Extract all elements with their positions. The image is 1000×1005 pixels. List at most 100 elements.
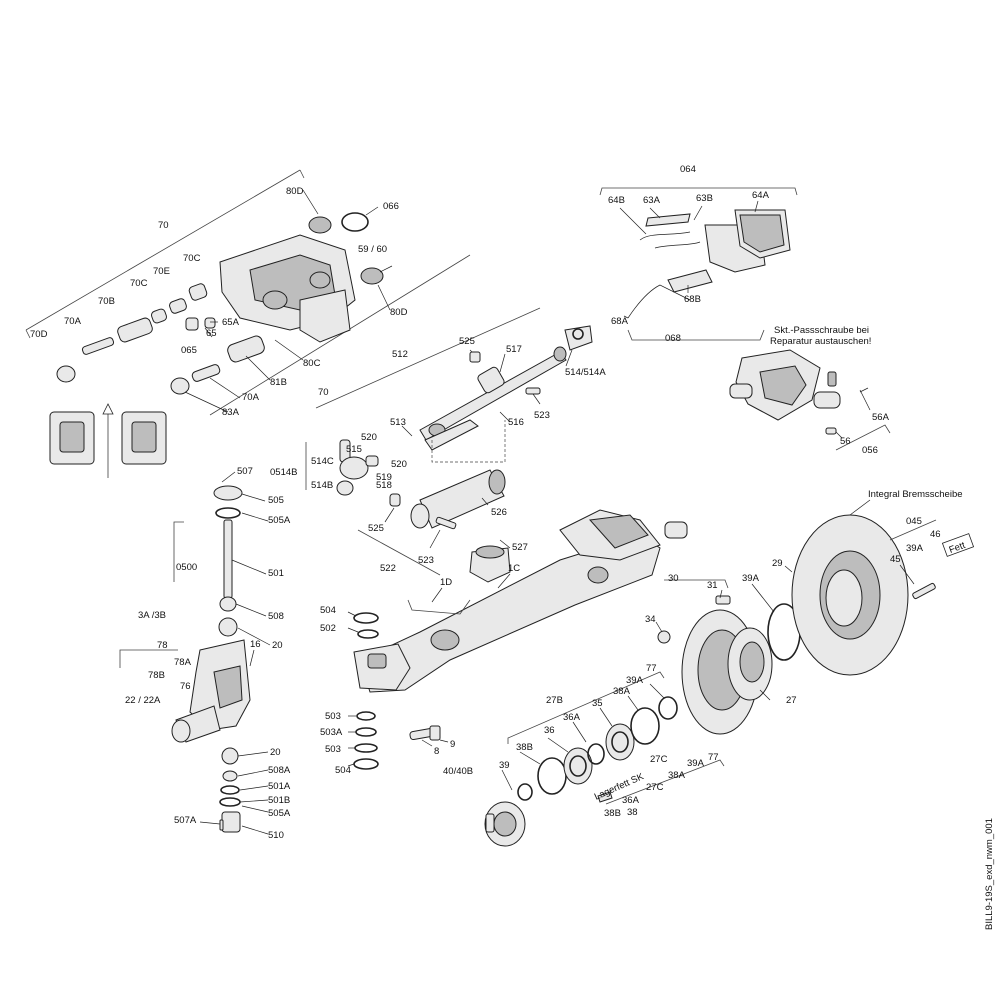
label-27c: 27C (650, 754, 668, 765)
label-80d-b: 80D (390, 307, 408, 318)
knuckle-screw-group: Skt.-Passschraube bei Reparatur austausc… (729, 325, 891, 456)
label-22-22a: 22 / 22A (125, 695, 161, 706)
label-78a: 78A (174, 657, 192, 668)
label-34: 34 (645, 614, 656, 625)
label-38: 38 (627, 807, 638, 818)
label-508: 508 (268, 611, 284, 622)
label-64a: 64A (752, 190, 770, 201)
label-503a: 503A (320, 727, 343, 738)
label-35: 35 (592, 698, 603, 709)
label-502: 502 (320, 623, 336, 634)
label-516: 516 (508, 417, 524, 428)
label-501b: 501B (268, 795, 290, 806)
label-519: 519 (376, 472, 392, 483)
label-39a: 39A (626, 675, 644, 686)
label-525-a: 525 (459, 336, 475, 347)
label-39: 39 (499, 760, 510, 771)
label-59-60: 59 / 60 (358, 244, 387, 255)
label-066: 066 (383, 201, 399, 212)
up-arrow-icon (102, 403, 114, 478)
label-504-a: 504 (320, 605, 336, 616)
label-70-bottom: 70 (318, 387, 329, 398)
label-504-b: 504 (335, 765, 351, 776)
label-515: 515 (346, 444, 362, 455)
label-514c: 514C (311, 456, 334, 467)
tie-rod-group: 512 525 517 514/514A 523 516 513 520 515… (270, 307, 606, 496)
label-510: 510 (268, 830, 284, 841)
label-70b: 70B (98, 296, 115, 307)
grease-box-label: Fett (948, 540, 967, 556)
caliper-group: 70 80D 066 59 / 60 70C 70E 70C 70B 70A 7… (25, 169, 471, 418)
label-508a: 508A (268, 765, 291, 776)
label-9: 9 (450, 739, 455, 750)
label-526: 526 (491, 507, 507, 518)
label-39a-c: 39A (742, 573, 760, 584)
label-045: 045 (906, 516, 922, 527)
screw-note-line2: Reparatur austauschen! (770, 336, 871, 347)
label-520-a: 520 (361, 432, 377, 443)
label-65a: 65A (222, 317, 240, 328)
label-20-a: 20 (272, 640, 283, 651)
screw-note-line1: Skt.-Passschraube bei (774, 325, 869, 336)
label-513: 513 (390, 417, 406, 428)
label-45: 45 (890, 554, 901, 565)
label-70c-b: 70C (130, 278, 148, 289)
label-517: 517 (506, 344, 522, 355)
caliper-thumbnail-icon (49, 411, 167, 465)
label-70a-b: 70A (242, 392, 260, 403)
label-523-a: 523 (534, 410, 550, 421)
label-39a-b: 39A (687, 758, 705, 769)
label-501: 501 (268, 568, 284, 579)
label-514b: 514B (311, 480, 333, 491)
brake-pad-group: 064 64B 63A 63B 64A 68B 68A 068 (599, 164, 798, 344)
label-1d: 1D (440, 577, 452, 588)
label-40-40b: 40/40B (443, 766, 473, 777)
label-38a: 38A (613, 686, 631, 697)
label-056: 056 (862, 445, 878, 456)
damper-group: 526 525 523 527 522 (357, 469, 528, 583)
hub-disc-group: 30 31 34 39A 29 27 Integral Bremsscheibe… (645, 489, 975, 735)
label-77: 77 (646, 663, 657, 674)
label-36a-b: 36A (622, 795, 640, 806)
label-505a: 505A (268, 515, 291, 526)
label-8: 8 (434, 746, 439, 757)
label-70c-a: 70C (183, 253, 201, 264)
label-63b: 63B (696, 193, 713, 204)
label-63a: 63A (643, 195, 661, 206)
label-16: 16 (250, 639, 261, 650)
label-064: 064 (680, 164, 696, 175)
label-56a: 56A (872, 412, 890, 423)
label-30: 30 (668, 573, 679, 584)
label-068: 068 (665, 333, 681, 344)
label-505a-b: 505A (268, 808, 291, 819)
drawing-id: BILL9-19S_exd_nwm_001 (984, 818, 995, 930)
bearing-group: 40/40B 39 38B 36 27B 36A 35 38A 39A 77 2… (443, 663, 725, 847)
label-27: 27 (786, 695, 797, 706)
label-27c-b: 27C (646, 782, 664, 793)
disc-title: Integral Bremsscheibe (868, 489, 963, 500)
label-56: 56 (840, 436, 851, 447)
label-3a-3b: 3A /3B (138, 610, 166, 621)
label-76: 76 (180, 681, 191, 692)
label-507a: 507A (174, 815, 197, 826)
label-68a: 68A (611, 316, 629, 327)
label-518: 518 (376, 480, 392, 491)
ring-stack-group: 504 502 503 503A 503 504 8 9 (320, 605, 455, 776)
label-38b: 38B (516, 742, 533, 753)
label-27b: 27B (546, 695, 563, 706)
label-68b: 68B (684, 294, 701, 305)
label-501a: 501A (268, 781, 291, 792)
label-70e: 70E (153, 266, 170, 277)
label-39a-d: 39A (906, 543, 924, 554)
label-512: 512 (392, 349, 408, 360)
label-503-b: 503 (325, 744, 341, 755)
label-503: 503 (325, 711, 341, 722)
label-46: 46 (930, 529, 941, 540)
label-29: 29 (772, 558, 783, 569)
label-38b-b: 38B (604, 808, 621, 819)
label-80d-top: 80D (286, 186, 304, 197)
label-83a: 83A (222, 407, 240, 418)
label-38a-b: 38A (668, 770, 686, 781)
